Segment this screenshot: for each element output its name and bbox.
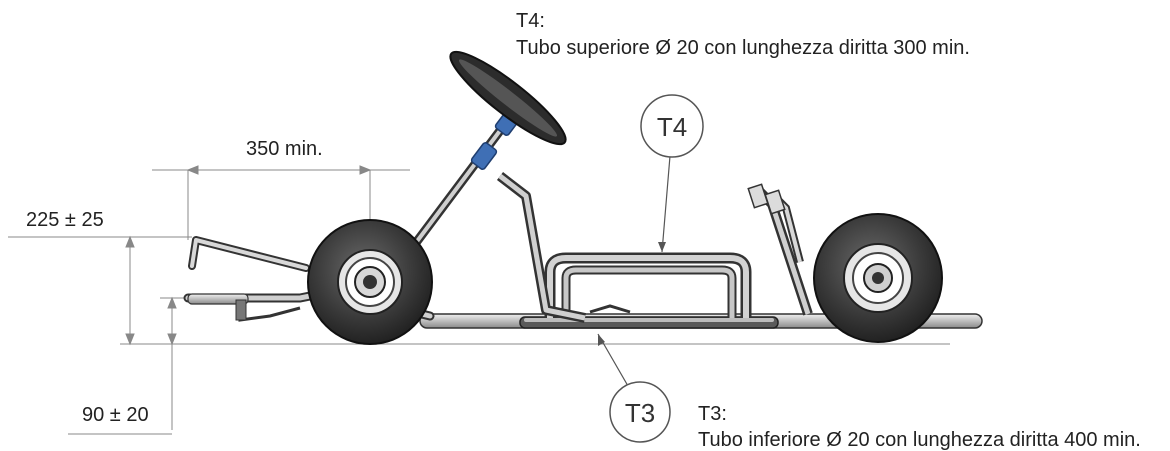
t4-upper-frame [544, 252, 752, 318]
dimension-350 [152, 165, 410, 240]
t4-description: Tubo superiore Ø 20 con lunghezza diritt… [516, 37, 970, 59]
front-wheel [307, 219, 433, 345]
t3-callout: T3 [597, 333, 671, 443]
t3-description: Tubo inferiore Ø 20 con lunghezza diritt… [698, 429, 1141, 451]
dimension-90 [68, 296, 200, 435]
dimension-225 [8, 235, 192, 346]
t4-callout: T4 [640, 94, 704, 253]
steering-wheel [449, 50, 567, 146]
t4-tag: T4: [516, 10, 545, 32]
dimension-90-label: 90 ± 20 [82, 404, 149, 426]
pedal-arm [188, 236, 310, 272]
dimension-350-label: 350 min. [246, 138, 323, 160]
dimension-225-label: 225 ± 25 [26, 209, 104, 231]
t4-callout-text: T4 [657, 112, 687, 142]
rear-wheel [813, 213, 943, 343]
t3-lower-tube [519, 316, 779, 329]
seat-strut [496, 172, 587, 323]
rear-bumper [747, 183, 813, 316]
t3-callout-text: T3 [625, 398, 655, 428]
t3-tag: T3: [698, 403, 727, 425]
